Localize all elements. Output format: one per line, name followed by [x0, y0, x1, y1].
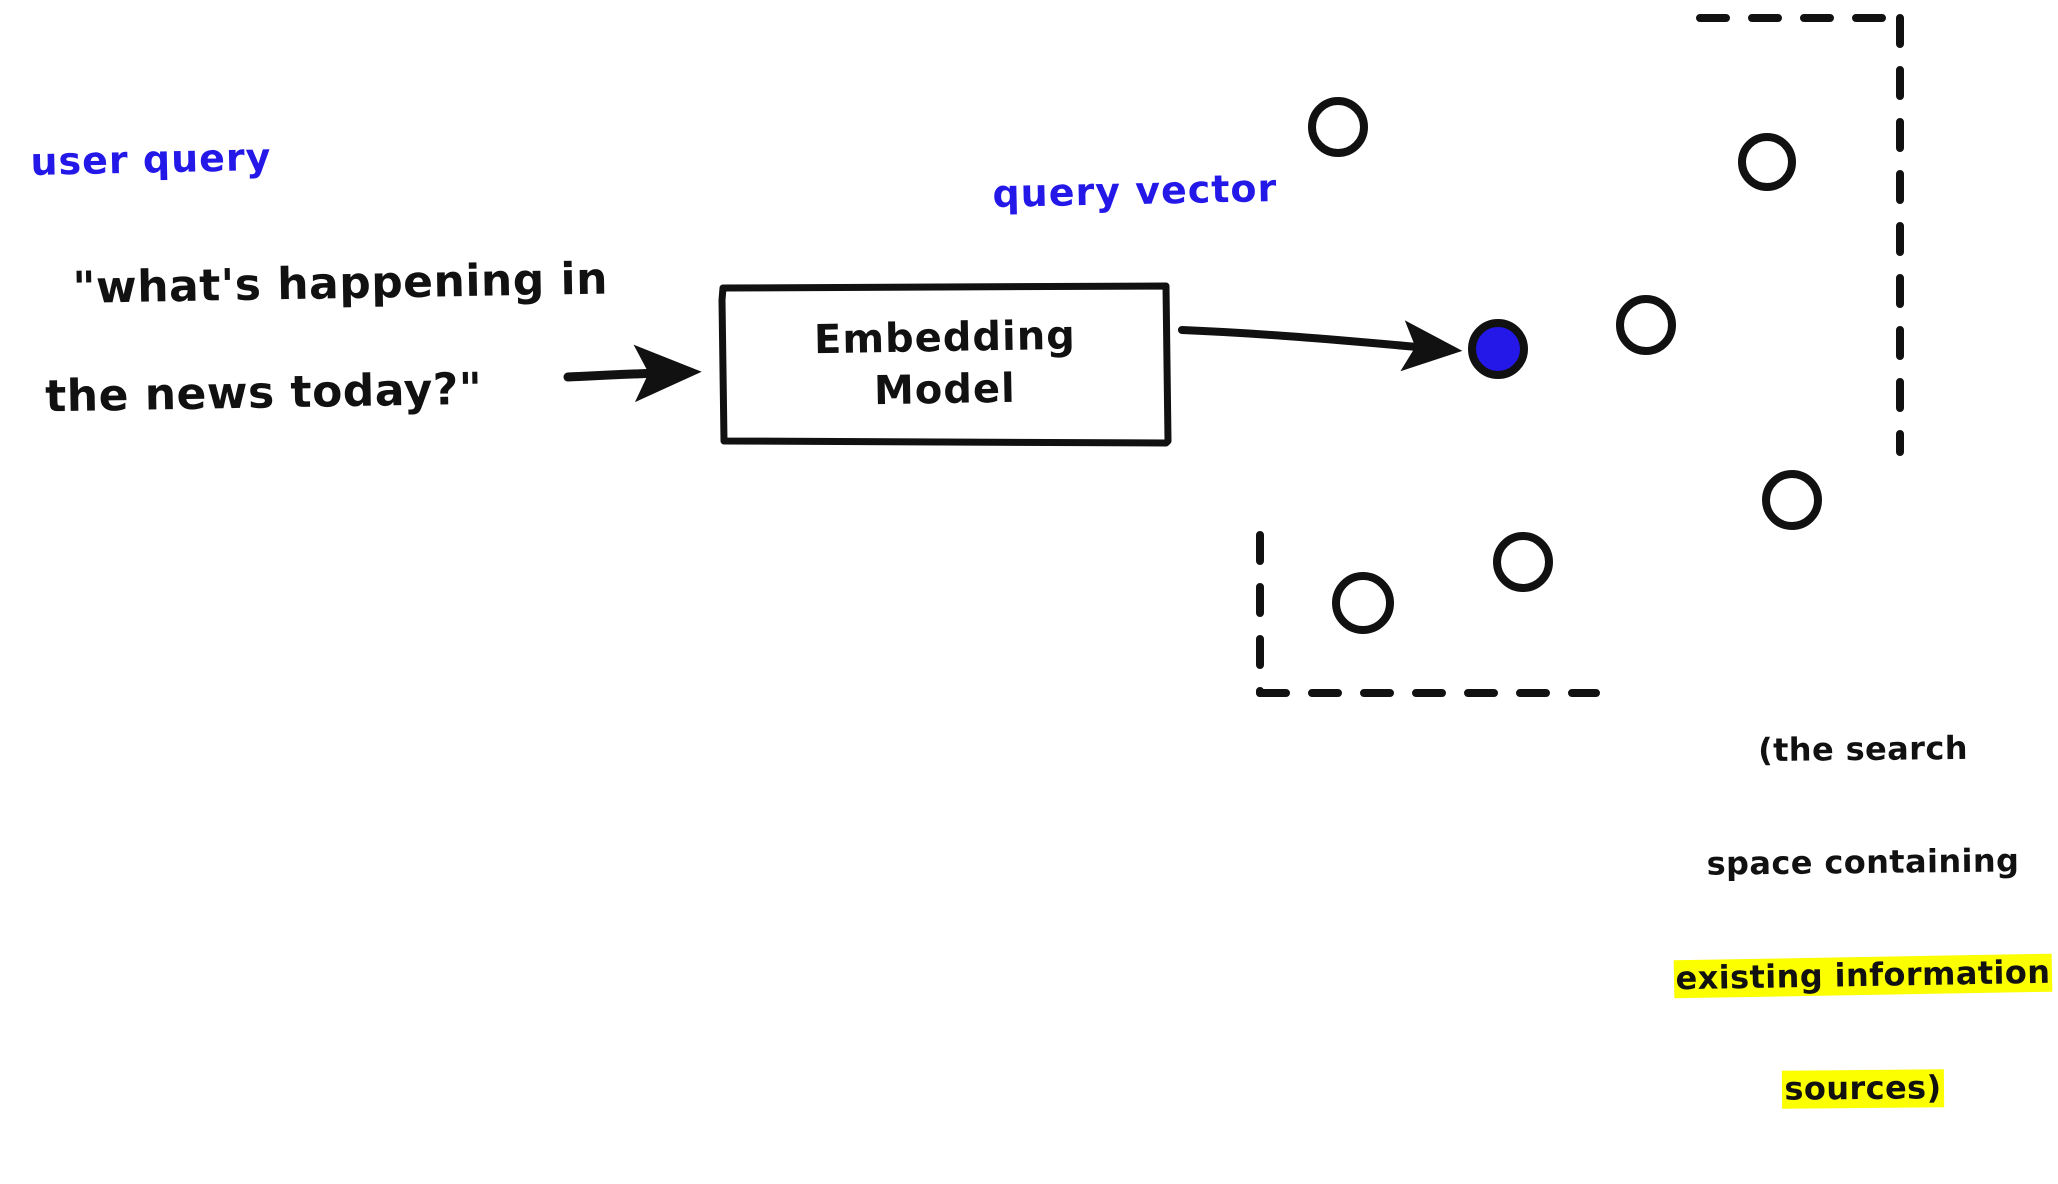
search-space-boundary — [1256, 14, 1904, 697]
document-point — [1332, 572, 1394, 634]
user-query-text: "what's happening in the news today?" — [8, 202, 612, 528]
document-point — [1762, 470, 1822, 530]
arrow-model-to-vector — [1178, 320, 1463, 372]
caption-line-3: existing information — [1673, 953, 2053, 999]
diagram-canvas: user query "what's happening in the news… — [8, 14, 2053, 1109]
embedding-model-line1: Embedding — [813, 312, 1077, 364]
caption-line-4: sources) — [1782, 1069, 1944, 1109]
user-query-text-line1: "what's happening in — [72, 253, 609, 314]
document-point — [1616, 295, 1676, 355]
user-query-label: user query — [30, 134, 272, 184]
caption-line-1: (the search — [1757, 728, 1969, 769]
document-points-group — [1308, 97, 1822, 634]
embedding-model-line2: Model — [873, 365, 1017, 415]
user-query-text-line2: the news today?" — [44, 363, 483, 423]
document-point — [1308, 97, 1368, 157]
query-vector-label: query vector — [992, 166, 1278, 216]
search-space-caption: (the search space containing existing in… — [1668, 655, 2058, 1184]
document-point — [1493, 532, 1553, 592]
query-vector-point — [1468, 319, 1528, 379]
embedding-model-label: Embedding Model — [722, 285, 1168, 443]
caption-line-2: space containing — [1706, 841, 2020, 883]
document-point — [1738, 133, 1796, 191]
